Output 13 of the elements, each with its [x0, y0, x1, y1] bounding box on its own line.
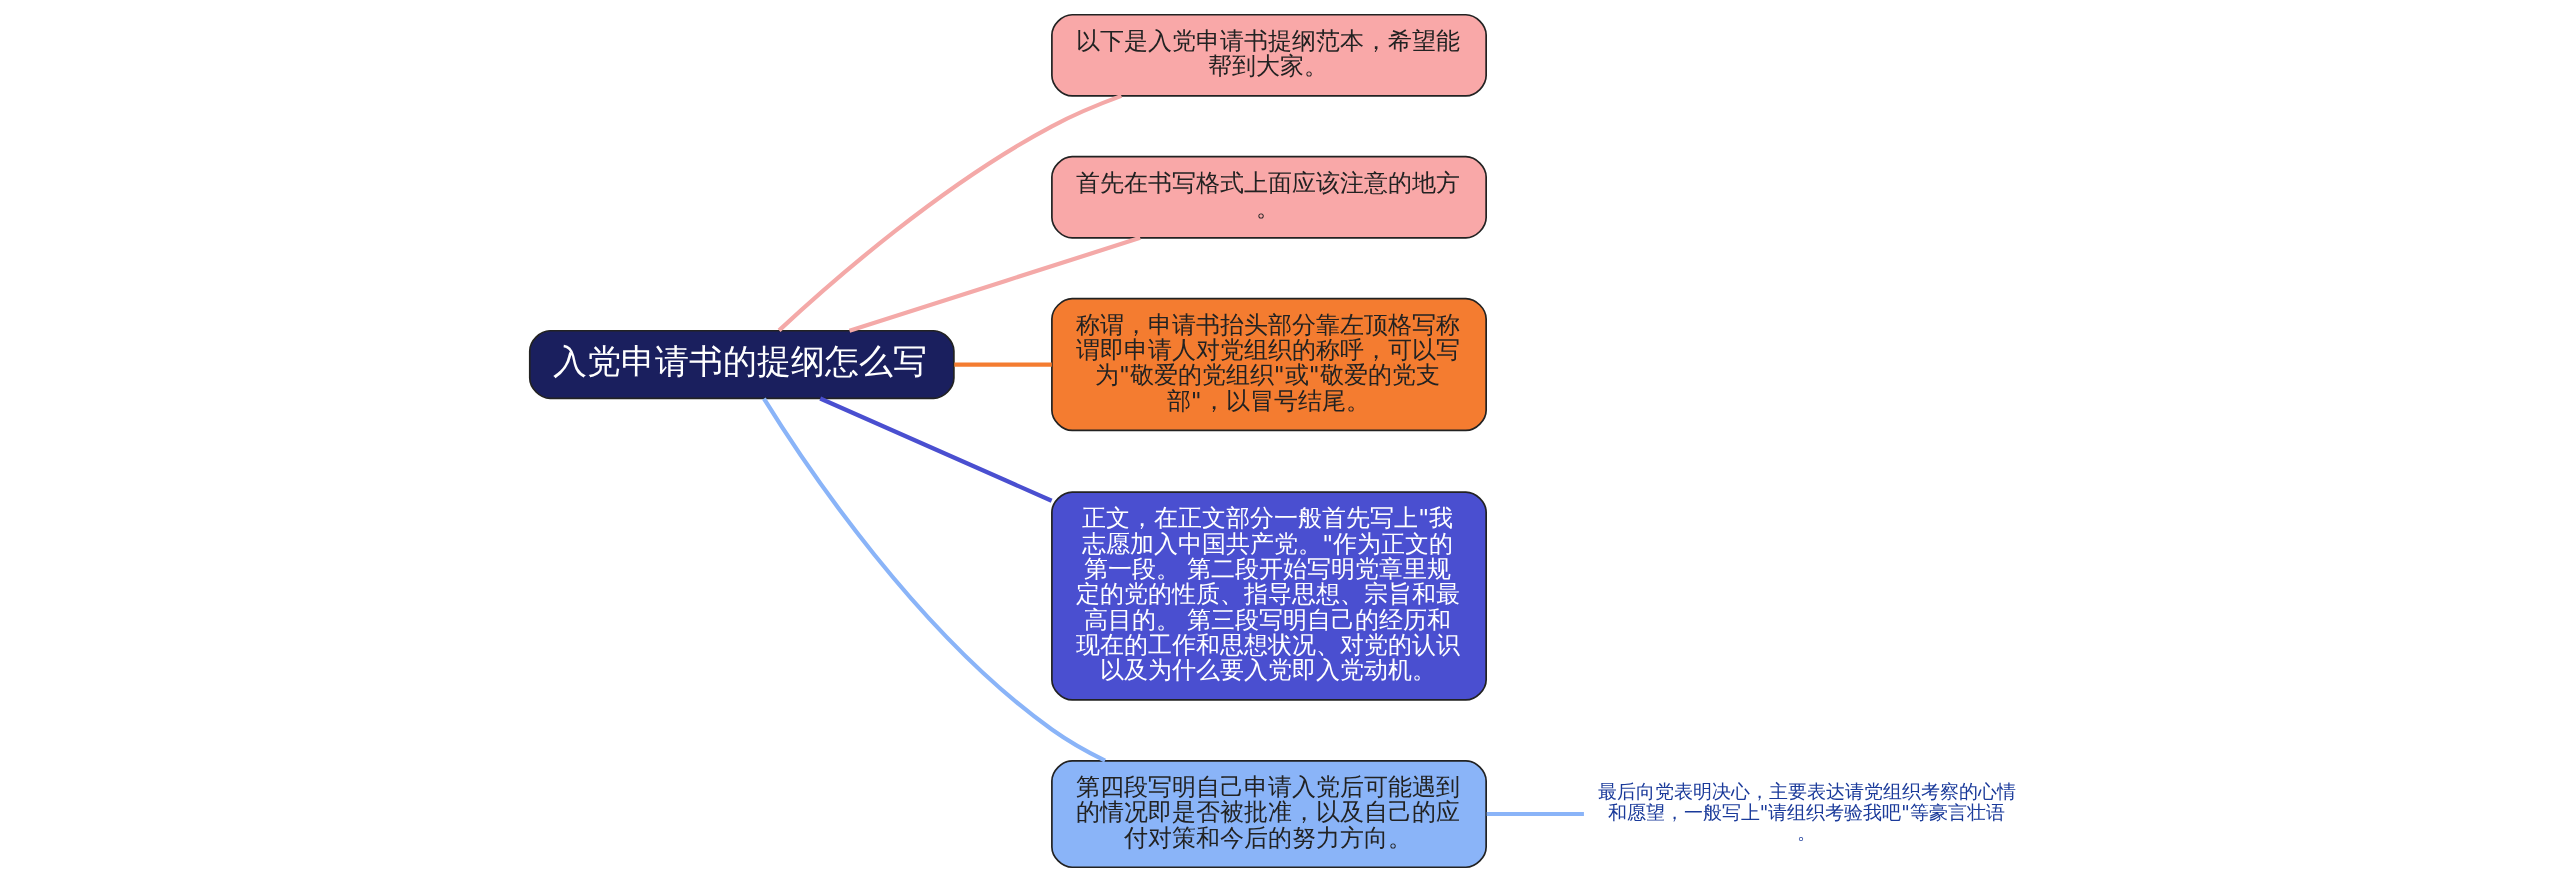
- connector: [777, 93, 1123, 332]
- node-box: 称谓，申请书抬头部分靠左顶格写称谓即申请人对党组织的称呼，可以写为"敬爱的党组织"或"敬爱的党支部"，以冒号结尾。: [1051, 297, 1487, 432]
- node-box: 正文，在正文部分一般首先写上"我志愿加入中国共产党。"作为正文的第一段。 第二段开始写明党章里规定的党的性质、指导思想、宗旨和最高目的。 第三段写明自己的经历和现在的工作和思想状况、对党的认识以及为什么要入党即入党动机。: [1051, 491, 1487, 701]
- node-box: 入党申请书的提纲怎么写: [528, 329, 955, 400]
- connector: [848, 235, 1141, 333]
- node-box: 第四段写明自己申请入党后可能遇到的情况即是否被批准，以及自己的应付对策和今后的努力方向。: [1051, 759, 1487, 869]
- connector: [819, 396, 1053, 503]
- node-text: 最后向党表明决心，主要表达请党组织考察的心情和愿望，一般写上"请组织考验我吧"等豪言壮语。: [1597, 781, 2016, 844]
- connector: [1486, 811, 1584, 817]
- node-box: 首先在书写格式上面应该注意的地方。: [1051, 155, 1487, 239]
- node-box: 以下是入党申请书提纲范本，希望能帮到大家。: [1051, 13, 1487, 97]
- connector: [762, 397, 1106, 763]
- connector: [954, 362, 1052, 367]
